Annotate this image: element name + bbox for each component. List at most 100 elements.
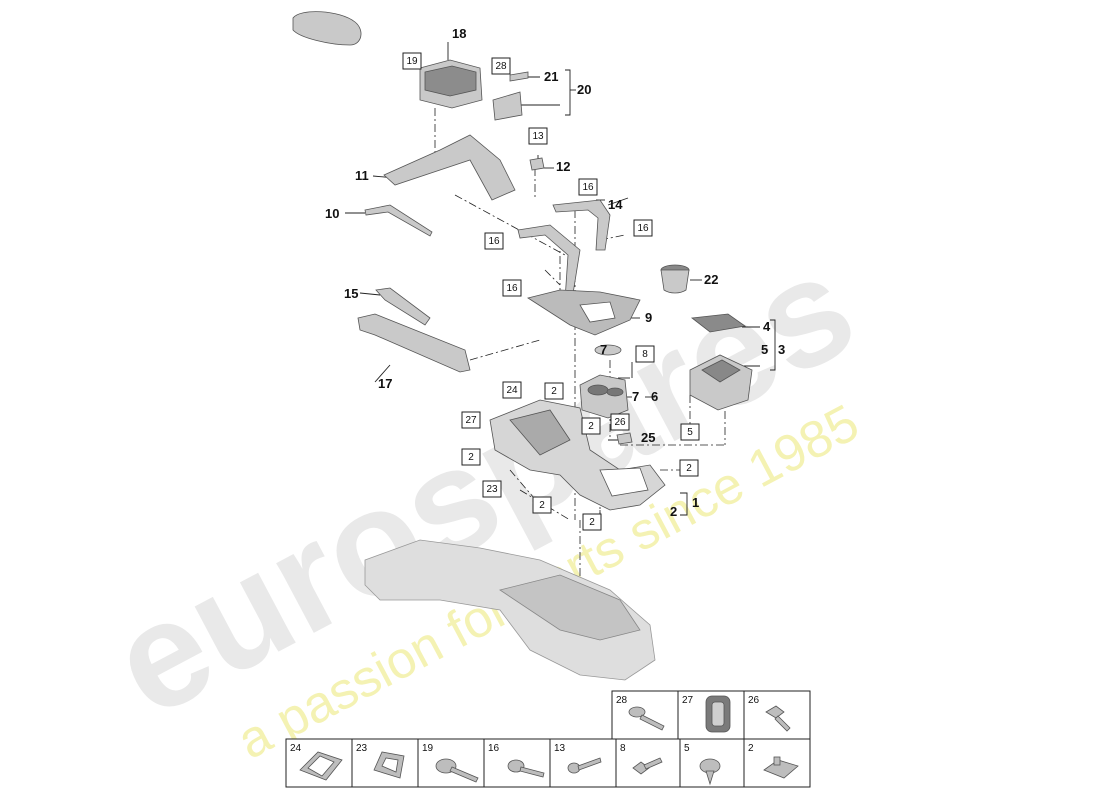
ref-box-23: 23 [482, 480, 502, 498]
svg-text:16: 16 [488, 236, 500, 247]
clip-24-icon [299, 751, 343, 781]
trim-strip-10 [364, 204, 433, 237]
switch-unit-part [492, 91, 523, 121]
ref-box-27: 27 [461, 411, 481, 429]
callout-6: 6 [651, 389, 658, 404]
callout-labels: 18 21 20 12 11 10 14 22 15 9 4 7 5 3 17 … [325, 26, 785, 519]
callout-20: 20 [577, 82, 591, 97]
callout-11: 11 [355, 168, 369, 183]
screw-19-icon [435, 758, 479, 783]
ref-box-2: 2 [544, 382, 564, 400]
parts [292, 11, 753, 681]
svg-text:13: 13 [532, 131, 544, 142]
callout-7b: 7 [632, 389, 639, 404]
ref-box-28: 28 [491, 57, 511, 75]
callout-5: 5 [761, 342, 768, 357]
ref-box-2: 2 [532, 496, 552, 514]
screw-28-icon [628, 706, 665, 731]
callout-10: 10 [325, 206, 339, 221]
screw-13-icon [567, 757, 602, 774]
legend-label-24: 24 [290, 743, 302, 754]
screw-8-icon [632, 757, 663, 775]
svg-text:2: 2 [686, 463, 692, 474]
clip-part-25 [616, 432, 633, 445]
ref-box-2: 2 [582, 513, 602, 531]
svg-text:26: 26 [614, 417, 626, 428]
callout-15: 15 [344, 286, 358, 301]
legend-label-8: 8 [620, 743, 626, 754]
svg-text:16: 16 [506, 283, 518, 294]
ref-box-24: 24 [502, 381, 522, 399]
trim-panel-11 [383, 134, 516, 201]
callout-1: 1 [692, 495, 699, 510]
ref-box-26: 26 [610, 413, 630, 431]
callout-22: 22 [704, 272, 718, 287]
svg-text:28: 28 [495, 61, 507, 72]
callout-3: 3 [778, 342, 785, 357]
callout-12: 12 [556, 159, 570, 174]
legend-label-13: 13 [554, 743, 566, 754]
center-console-assembly [364, 539, 656, 681]
screw-26-icon [765, 705, 791, 732]
legend-label-28: 28 [616, 695, 628, 706]
svg-text:2: 2 [589, 517, 595, 528]
ref-box-5: 5 [680, 423, 700, 441]
callout-21: 21 [544, 69, 558, 84]
screw-5-icon [699, 758, 721, 786]
clip-23-icon [373, 751, 405, 779]
ref-box-2: 2 [461, 448, 481, 466]
ref-box-2: 2 [581, 417, 601, 435]
grommet-27-icon [705, 695, 731, 733]
trim-strip-16 [517, 224, 581, 301]
trim-strip-17 [357, 313, 471, 373]
callout-7a: 7 [600, 342, 607, 357]
svg-text:16: 16 [637, 223, 649, 234]
legend-label-23: 23 [356, 743, 368, 754]
svg-text:2: 2 [539, 500, 545, 511]
mat-part-4 [690, 313, 747, 333]
leader-lines [345, 42, 776, 516]
svg-text:19: 19 [406, 56, 418, 67]
cap-part-7 [594, 344, 622, 356]
boxed-refs: 19 28 13 16 16 16 16 8 24 2 27 2 26 5 2 … [402, 52, 700, 531]
svg-text:5: 5 [687, 427, 693, 438]
svg-text:2: 2 [468, 452, 474, 463]
svg-text:2: 2 [588, 421, 594, 432]
svg-text:24: 24 [506, 385, 518, 396]
screw-16-icon [507, 759, 545, 778]
ref-box-16: 16 [633, 219, 653, 237]
ref-box-16: 16 [484, 232, 504, 250]
legend-label-16: 16 [488, 743, 500, 754]
fastener-legend: 28 27 26 24 23 19 16 13 8 5 2 [285, 690, 811, 788]
ref-box-19: 19 [402, 52, 422, 70]
legend-label-27: 27 [682, 695, 694, 706]
ref-box-8: 8 [635, 345, 655, 363]
ref-box-16: 16 [502, 279, 522, 297]
trim-strip-15 [375, 287, 431, 326]
ref-box-16: 16 [578, 178, 598, 196]
legend-label-2: 2 [748, 743, 754, 754]
callout-14: 14 [608, 197, 623, 212]
trim-strip-14 [552, 199, 611, 251]
clip-part-12 [529, 157, 545, 171]
callout-17: 17 [378, 376, 392, 391]
cup-holder-insert-22 [660, 269, 690, 294]
callout-25: 25 [641, 430, 655, 445]
callout-4: 4 [763, 319, 771, 334]
svg-text:16: 16 [582, 182, 594, 193]
callout-2: 2 [670, 504, 677, 519]
svg-text:2: 2 [551, 386, 557, 397]
callout-9: 9 [645, 310, 652, 325]
ref-box-13: 13 [528, 127, 548, 145]
svg-text:8: 8 [642, 349, 648, 360]
legend-label-5: 5 [684, 743, 690, 754]
callout-18: 18 [452, 26, 466, 41]
vehicle-silhouette-icon [292, 11, 362, 46]
legend-label-19: 19 [422, 743, 434, 754]
svg-text:23: 23 [486, 484, 498, 495]
svg-text:27: 27 [465, 415, 477, 426]
cup-holder-6 [579, 374, 629, 419]
clip-nut-2-icon [763, 756, 799, 779]
